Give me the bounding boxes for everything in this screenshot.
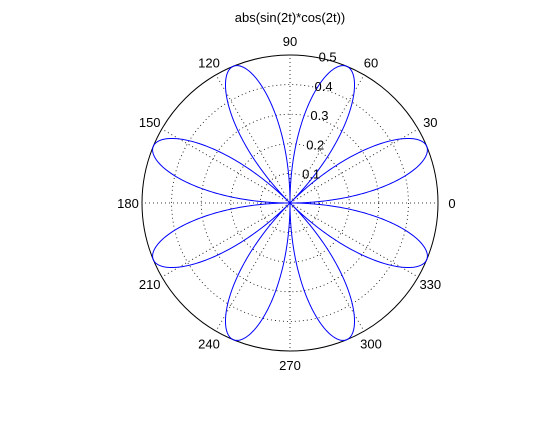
radius-tick-label: 0.4 [315, 79, 333, 94]
angle-tick-label: 240 [198, 336, 220, 351]
spoke-gridline [161, 128, 291, 204]
angle-tick-label: 30 [423, 115, 437, 130]
spoke-gridline [215, 74, 291, 204]
radius-tick-label: 0.2 [306, 137, 324, 152]
series-line [152, 65, 428, 341]
angle-tick-label: 180 [117, 196, 139, 211]
angle-tick-label: 210 [139, 277, 161, 292]
spoke-gridline [289, 202, 365, 332]
angle-tick-label: 120 [198, 56, 220, 71]
ring-gridline [230, 143, 350, 263]
angle-tick-label: 330 [419, 277, 441, 292]
tick-labels: 0 30 60 90 120 150 180 210 240 270 300 330 0.1 0.2 0.3… [117, 34, 455, 373]
radius-tick-label: 0.5 [319, 49, 337, 64]
angle-tick-label: 60 [364, 56, 378, 71]
spoke-gridline [161, 202, 291, 278]
angle-tick-label: 0 [448, 196, 455, 211]
angle-tick-label: 150 [139, 115, 161, 130]
ring-gridline [200, 113, 380, 293]
series-layer [152, 65, 428, 341]
spoke-gridline [215, 202, 291, 332]
chart-title: abs(sin(2t)*cos(2t)) [235, 10, 346, 25]
angle-tick-label: 270 [279, 358, 301, 373]
angle-tick-label: 90 [283, 34, 297, 49]
spoke-gridline [289, 202, 419, 278]
spoke-gridline [289, 74, 365, 204]
radius-tick-label: 0.3 [310, 108, 328, 123]
spoke-gridline [289, 128, 419, 204]
ring-gridline [259, 172, 320, 233]
radius-tick-label: 0.1 [302, 167, 320, 182]
angle-tick-label: 300 [360, 336, 382, 351]
